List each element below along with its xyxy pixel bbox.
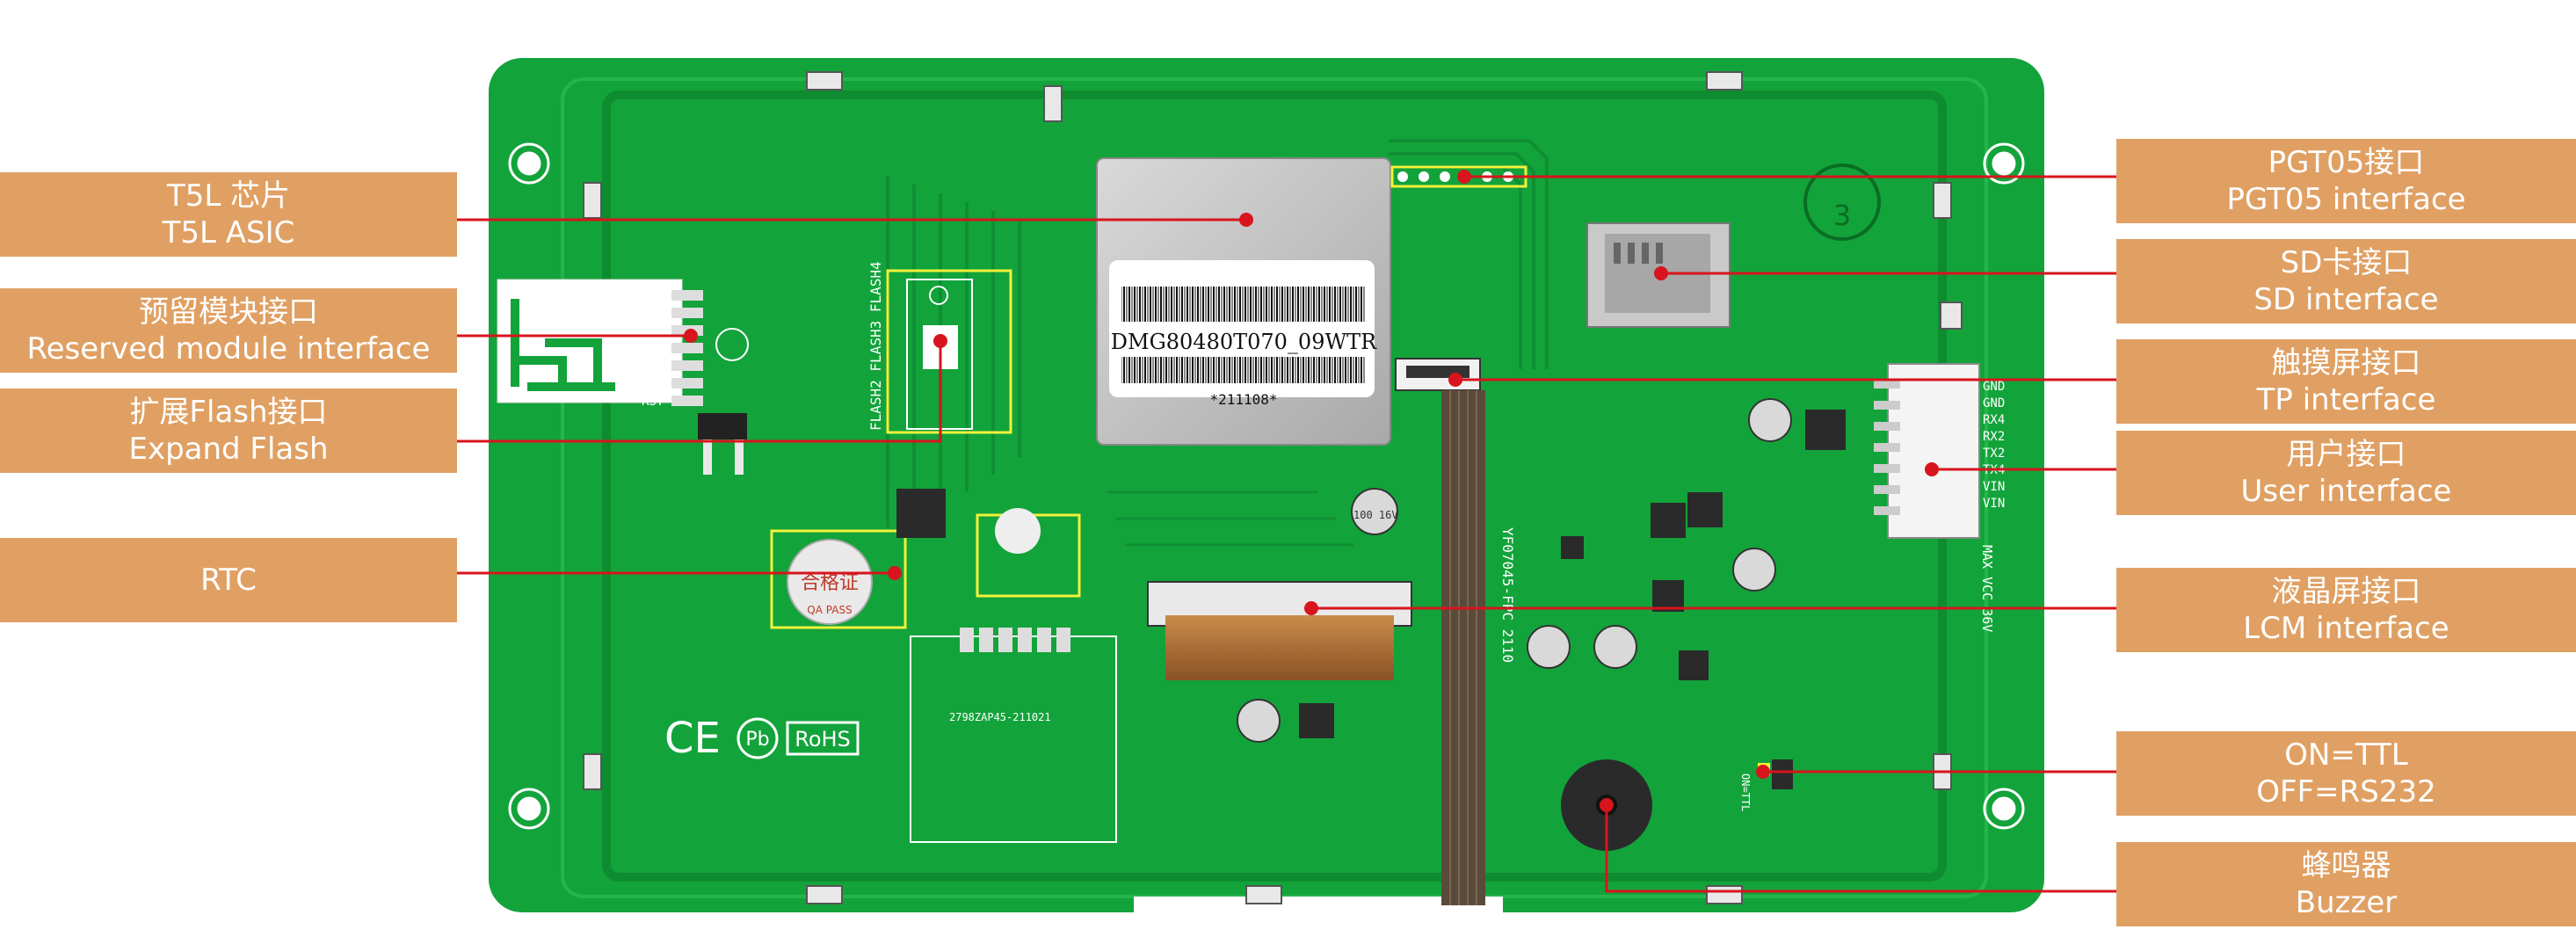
- rohs-mark: RoHS: [795, 727, 851, 752]
- callout-title: 触摸屏接口: [2271, 345, 2421, 381]
- callout-sd: SD卡接口 SD interface: [2116, 239, 2576, 323]
- pin-label: GND: [1983, 380, 2005, 394]
- callout-title: 预留模块接口: [139, 294, 318, 330]
- pin-label: RX4: [1983, 413, 2005, 427]
- pin-label: IOO: [642, 342, 664, 356]
- callout-title: ON=TTL: [2284, 737, 2408, 773]
- callout-t5l: T5L 芯片 T5L ASIC: [0, 172, 457, 257]
- switch-label: ON=TTL: [1739, 773, 1752, 811]
- power-note: MAX VCC 36V: [1979, 545, 1995, 632]
- cert-marks: CE Pb RoHS: [664, 714, 860, 763]
- callout-lcm: 液晶屏接口 LCM interface: [2116, 568, 2576, 652]
- callout-title: 用户接口: [2286, 437, 2406, 472]
- reserved-module-area: TXO RXO IOI IOO GND 3V3 RST: [497, 279, 749, 475]
- pin-label: GND: [1983, 396, 2005, 410]
- callout-subtitle: Buzzer: [2295, 885, 2398, 920]
- mounting-holes: [508, 142, 2025, 830]
- power-components: 100 16V: [1237, 398, 1846, 789]
- logo-mark: 3: [1803, 163, 1881, 241]
- coin-label: 合格证: [801, 572, 859, 594]
- user-connector: GND GND RX4 RX2 TX2 TX4 VIN VIN MAX VCC …: [1874, 363, 2005, 632]
- leader-dots: [684, 170, 1939, 812]
- rtc-area: 合格证 QA PASS: [770, 489, 1081, 629]
- pin-label: TXO: [642, 289, 664, 303]
- coin-pass: QA PASS: [807, 604, 852, 616]
- pin-label: VIN: [1983, 480, 2005, 494]
- pb-mark: Pb: [745, 729, 769, 751]
- callout-subtitle: OFF=RS232: [2256, 774, 2436, 810]
- callout-subtitle: T5L ASIC: [162, 215, 295, 251]
- pin-label: GND: [642, 359, 664, 374]
- pin-label: VIN: [1983, 497, 2005, 511]
- callout-title: T5L 芯片: [166, 178, 291, 214]
- callout-user: 用户接口 User interface: [2116, 431, 2576, 515]
- callout-title: SD卡接口: [2280, 245, 2413, 280]
- cap-label: 100 16V: [1353, 509, 1398, 521]
- callout-tp: 触摸屏接口 TP interface: [2116, 339, 2576, 424]
- callout-title: 蜂鸣器: [2301, 848, 2391, 883]
- lcm-connector: [1147, 581, 1412, 680]
- callout-flash: 扩展Flash接口 Expand Flash: [0, 388, 457, 473]
- callout-title: 液晶屏接口: [2271, 574, 2421, 609]
- fpc-label: YF07045-FPC 2110: [1499, 527, 1516, 663]
- header-code: 2798ZAP45-211021: [949, 711, 1051, 723]
- callout-subtitle: LCM interface: [2243, 611, 2449, 646]
- callout-title: PGT05接口: [2268, 145, 2425, 180]
- callout-ttl: ON=TTL OFF=RS232: [2116, 731, 2576, 816]
- callout-subtitle: PGT05 interface: [2226, 182, 2466, 217]
- svg-text:3: 3: [1833, 199, 1851, 232]
- chip-label: DMG80480T070_09WTR: [1111, 330, 1377, 354]
- callout-pgt05: PGT05接口 PGT05 interface: [2116, 139, 2576, 223]
- callout-buzzer: 蜂鸣器 Buzzer: [2116, 842, 2576, 926]
- callout-subtitle: TP interface: [2256, 382, 2436, 418]
- pin-label: RX2: [1983, 430, 2005, 444]
- t5l-chip-shield: DMG80480T070_09WTR *211108*: [1096, 157, 1391, 446]
- callout-subtitle: Expand Flash: [128, 432, 329, 467]
- pin-label: RST: [642, 395, 664, 409]
- callout-subtitle: SD interface: [2253, 282, 2439, 317]
- ce-mark: CE: [664, 714, 721, 763]
- sd-slot: [1586, 222, 1731, 328]
- flash-label: FLASH2 FLASH3 FLASH4: [867, 261, 884, 431]
- callout-title: 扩展Flash接口: [129, 395, 328, 430]
- pin-label: 3V3: [642, 377, 664, 391]
- callout-subtitle: User interface: [2240, 474, 2452, 509]
- pin-label: TX2: [1983, 447, 2005, 461]
- leader-lines: [457, 175, 2116, 893]
- callout-subtitle: Reserved module interface: [26, 331, 431, 367]
- tp-connector: YF07045-FPC 2110: [1395, 358, 1516, 905]
- touch-header-footprint: 2798ZAP45-211021: [910, 628, 1117, 843]
- callout-title: RTC: [200, 563, 257, 598]
- callout-reserved: 预留模块接口 Reserved module interface: [0, 288, 457, 373]
- pin-label: RXO: [642, 307, 664, 321]
- chip-date: *211108*: [1209, 391, 1277, 408]
- callout-rtc: RTC: [0, 538, 457, 622]
